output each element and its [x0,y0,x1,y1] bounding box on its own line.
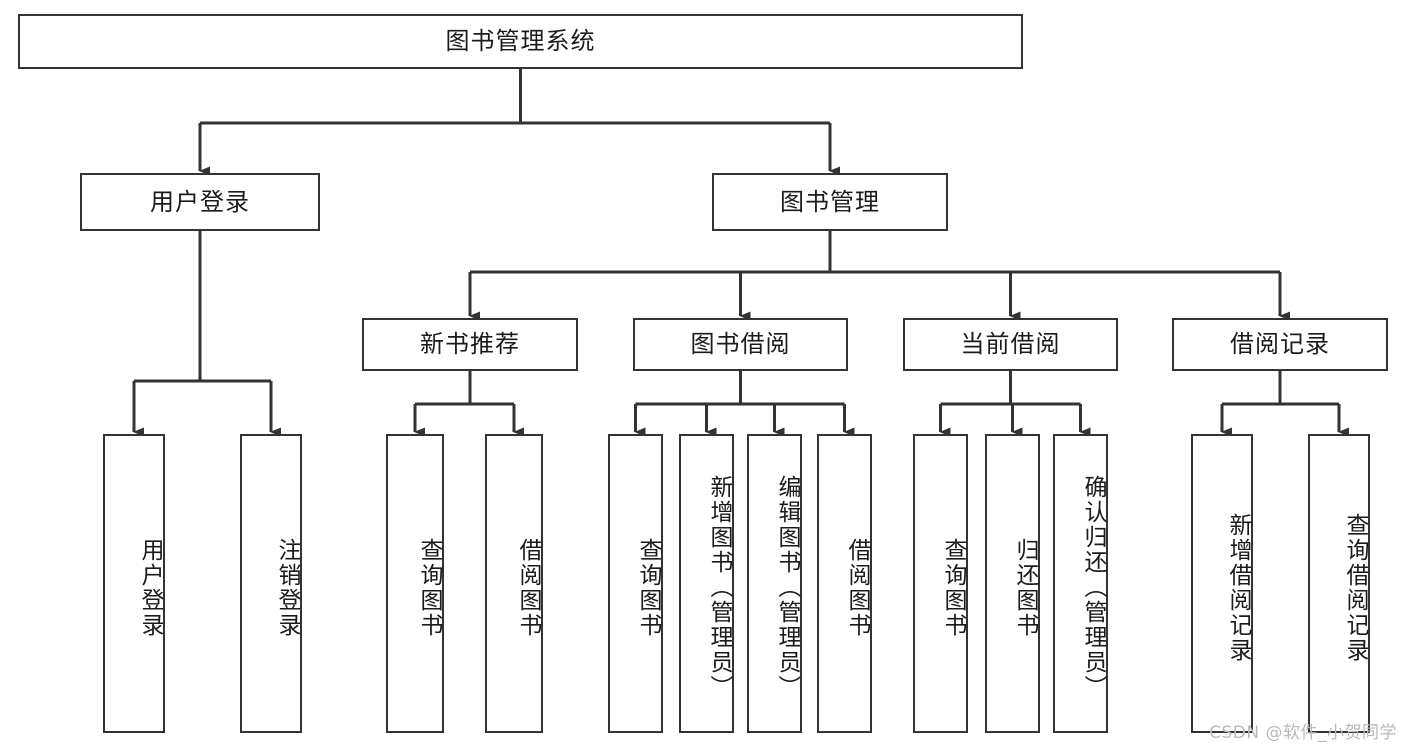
node-label: 借阅图书 [515,537,541,638]
node-label: 用户登录 [137,537,163,638]
node-new-book-recommend[interactable]: 新书推荐 [362,318,578,371]
node-leaf-query-book-cur[interactable]: 查询图书 [913,434,968,733]
node-book-borrow[interactable]: 图书借阅 [633,318,848,371]
node-leaf-return-book[interactable]: 归还图书 [985,434,1040,733]
node-label: 查询借阅记录 [1342,512,1368,663]
node-leaf-edit-book-admin[interactable]: 编辑图书（管理员） [747,434,802,733]
connector-trunk [940,371,1081,406]
node-label: 归还图书 [1012,537,1038,638]
connector-trunk [415,371,514,406]
node-label: 查询图书 [940,537,966,638]
node-label: 图书借阅 [690,330,791,359]
node-leaf-query-book-rec[interactable]: 查询图书 [386,434,444,733]
node-label: 图书管理 [780,187,880,216]
node-leaf-add-borrow-record[interactable]: 新增借阅记录 [1191,434,1253,733]
node-leaf-confirm-return-admin[interactable]: 确认归还（管理员） [1053,434,1108,733]
connector-trunk [1222,371,1339,406]
node-borrow-record[interactable]: 借阅记录 [1172,318,1388,371]
node-label: 确认归还（管理员） [1080,475,1106,700]
connector-trunk [134,231,271,383]
node-label: 新增图书（管理员） [706,475,732,700]
node-leaf-user-login[interactable]: 用户登录 [103,434,165,733]
node-label: 查询图书 [635,537,661,638]
node-label: 新增借阅记录 [1225,512,1251,663]
node-book-manage[interactable]: 图书管理 [712,173,948,231]
node-label: 当前借阅 [960,330,1061,359]
node-label: 借阅图书 [844,537,870,638]
node-label: 新书推荐 [420,330,520,359]
node-label: 注销登录 [274,537,300,638]
node-label: 用户登录 [150,187,250,216]
node-root[interactable]: 图书管理系统 [18,14,1023,69]
node-leaf-add-book-admin[interactable]: 新增图书（管理员） [679,434,734,733]
node-leaf-borrow-book[interactable]: 借阅图书 [817,434,872,733]
node-label: 借阅记录 [1230,330,1330,359]
node-leaf-logout[interactable]: 注销登录 [240,434,302,733]
node-current-borrow[interactable]: 当前借阅 [903,318,1118,371]
csdn-watermark: CSDN @软件_小贺同学 [1209,723,1397,743]
node-label: 编辑图书（管理员） [774,475,800,700]
node-leaf-query-borrow-record[interactable]: 查询借阅记录 [1308,434,1370,733]
node-label: 查询图书 [416,537,442,638]
node-user-login[interactable]: 用户登录 [80,173,320,231]
connector-trunk [470,231,1280,274]
node-leaf-borrow-book-rec[interactable]: 借阅图书 [485,434,543,733]
connector-trunk [635,371,845,406]
connector-trunk [200,69,830,125]
node-leaf-query-book-borrow[interactable]: 查询图书 [608,434,663,733]
node-label: 图书管理系统 [445,27,596,56]
